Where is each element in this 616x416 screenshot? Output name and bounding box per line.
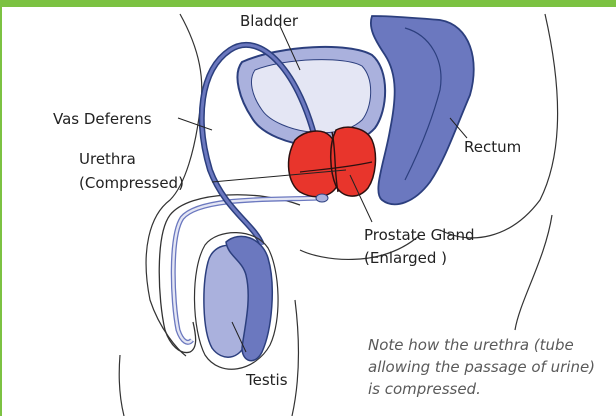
leader-vas-deferens bbox=[178, 118, 212, 130]
label-bladder: Bladder bbox=[240, 12, 299, 30]
label-vas-deferens: Vas Deferens bbox=[53, 110, 152, 128]
body-outline-back-leg bbox=[515, 215, 552, 330]
note-line-3: is compressed. bbox=[368, 378, 616, 400]
label-prostate-enlarged: (Enlarged ) bbox=[364, 249, 447, 267]
body-outline-leg bbox=[119, 355, 124, 416]
note-line-1: Note how the urethra (tube bbox=[368, 334, 616, 356]
rectum bbox=[371, 16, 474, 204]
prostate-base bbox=[316, 194, 328, 202]
label-urethra-compressed: (Compressed) bbox=[79, 174, 184, 192]
label-urethra: Urethra bbox=[79, 150, 136, 168]
label-rectum: Rectum bbox=[464, 138, 521, 156]
label-testis: Testis bbox=[245, 371, 288, 389]
body-outline-thigh bbox=[292, 300, 298, 416]
note-caption: Note how the urethra (tube allowing the … bbox=[368, 334, 616, 400]
label-prostate-gland: Prostate Gland bbox=[364, 226, 475, 244]
note-line-2: allowing the passage of urine) bbox=[368, 356, 616, 378]
